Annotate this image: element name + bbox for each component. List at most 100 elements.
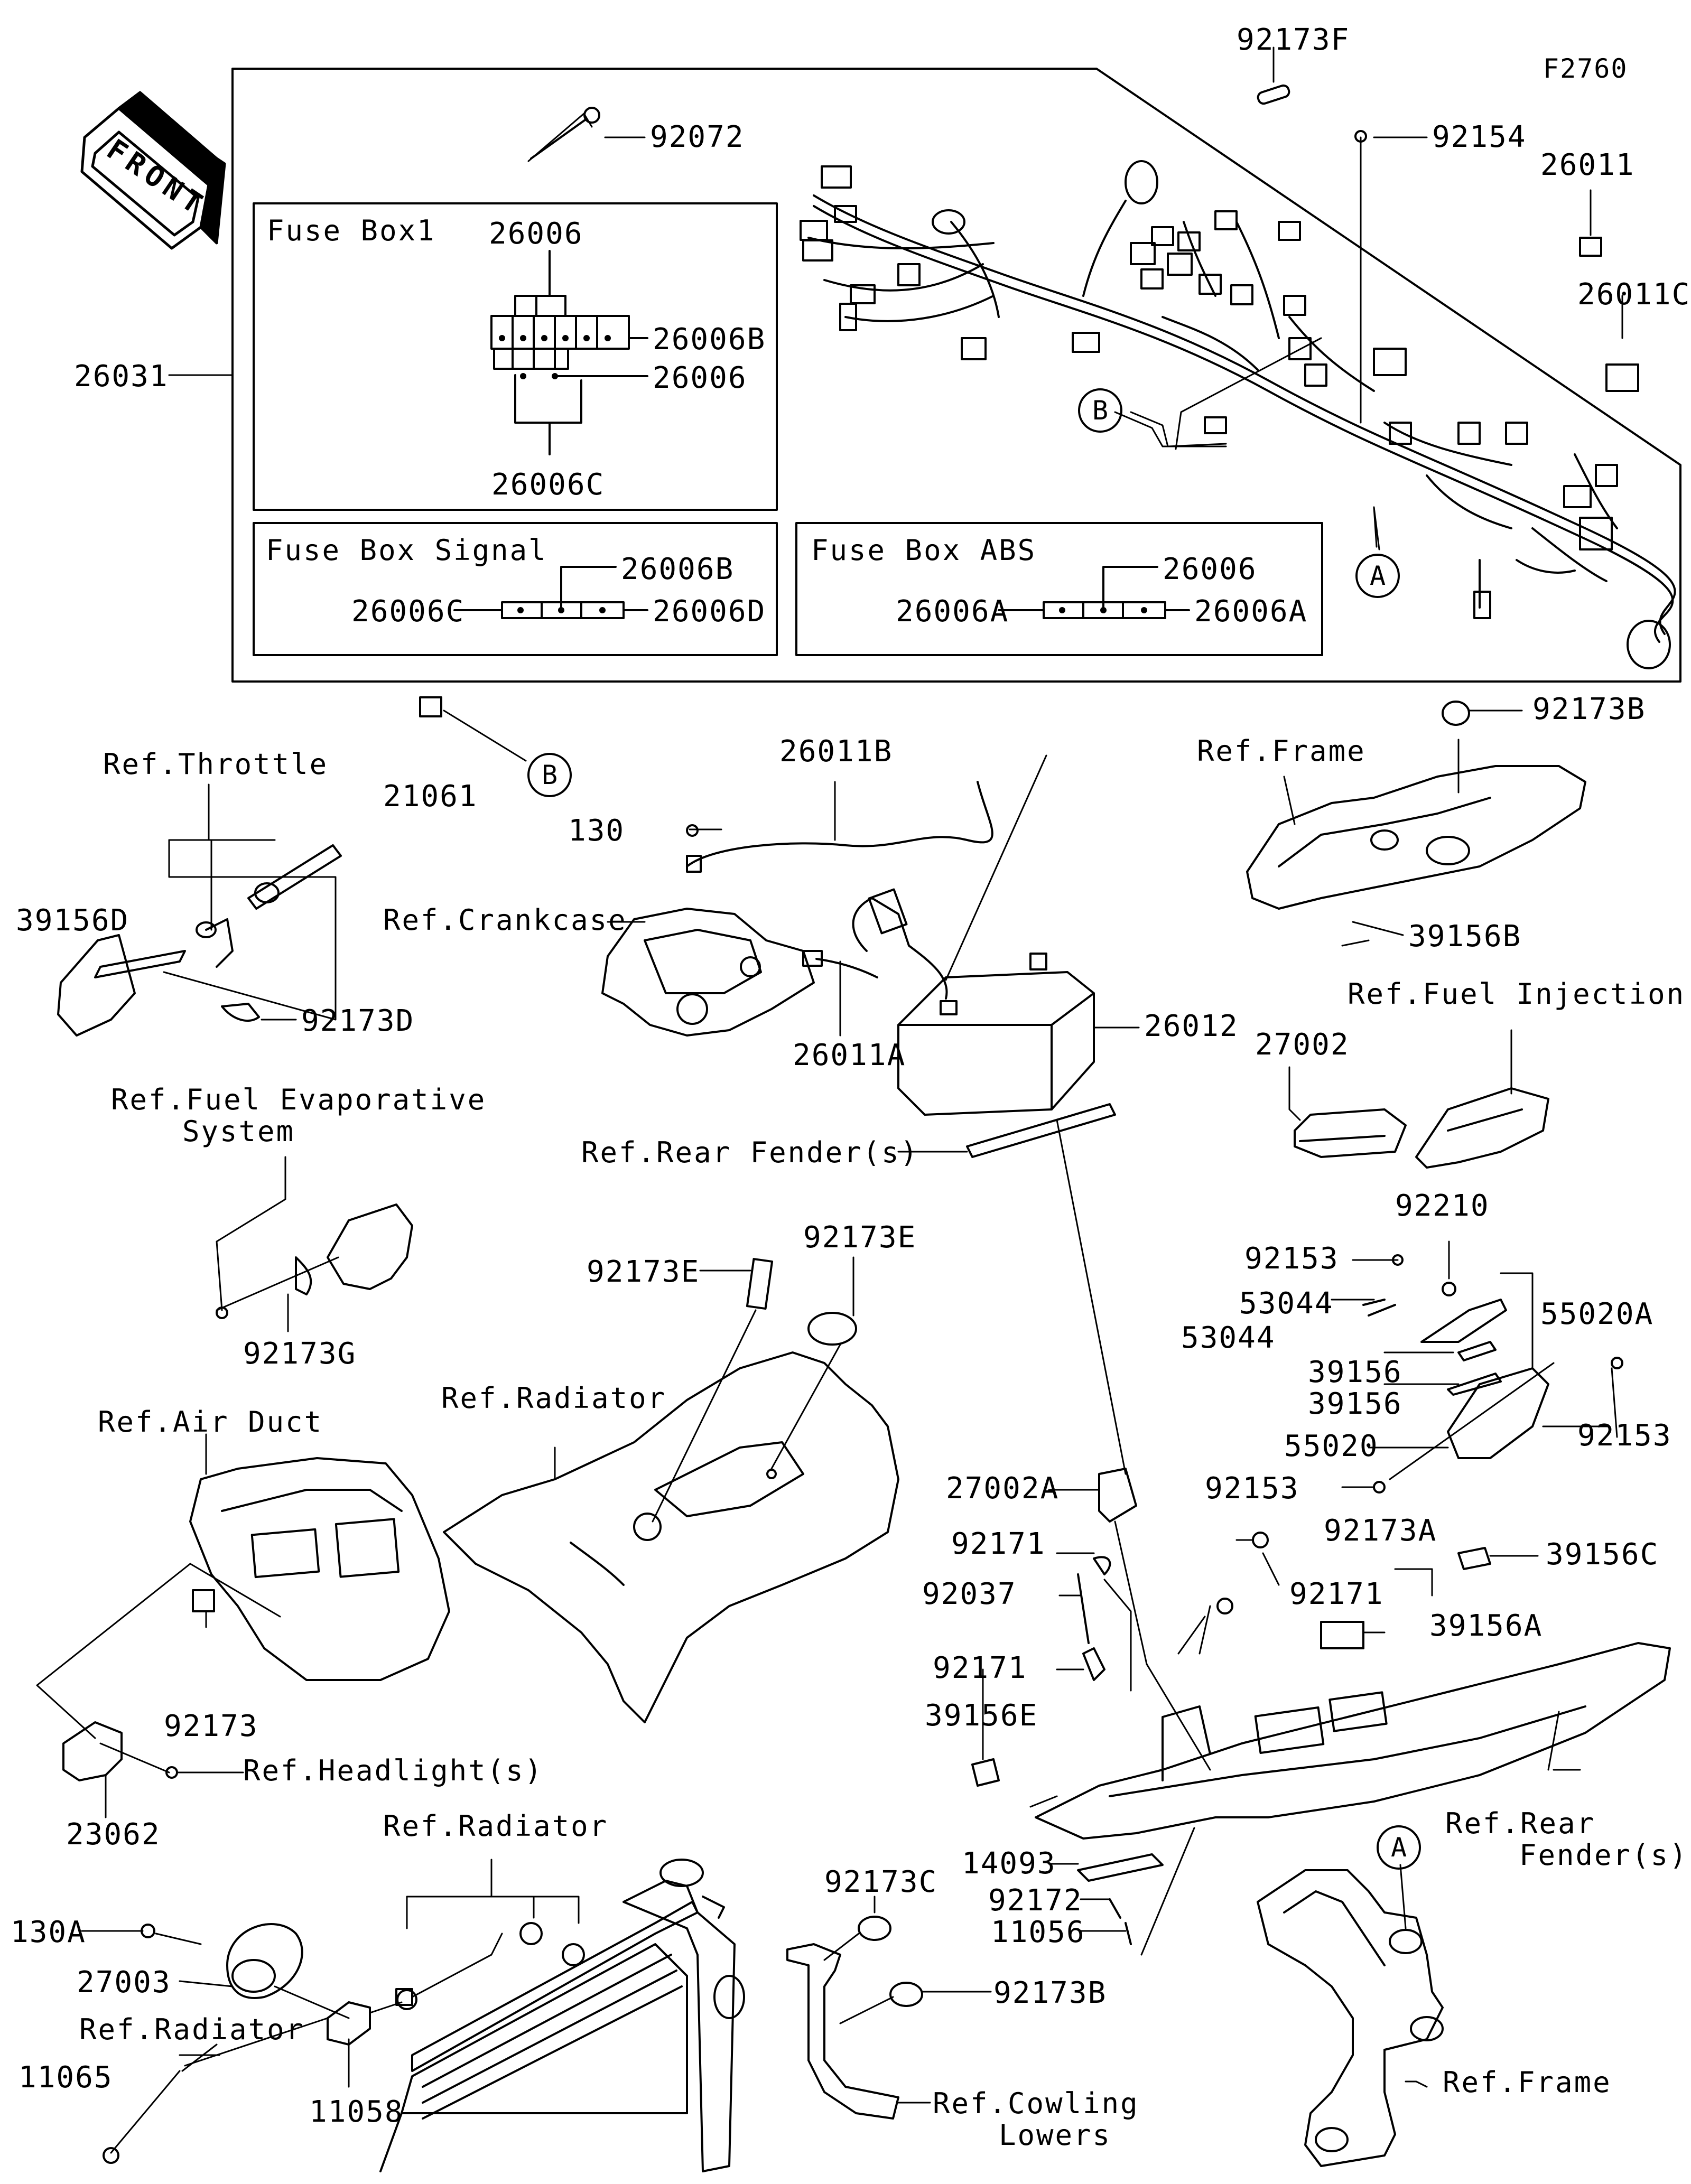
fuse-block-abs	[999, 567, 1189, 618]
callout-b-top: B	[1078, 388, 1122, 433]
figure-code: F2760	[1543, 53, 1628, 84]
callout-a-top: A	[1355, 554, 1400, 598]
part-92171-c-label: 92171	[933, 1651, 1027, 1685]
part-92173C-label: 92173C	[824, 1865, 938, 1899]
bottom-middle-parts	[1049, 1828, 1194, 1955]
part-53044-b-label: 53044	[1181, 1321, 1276, 1355]
part-26006-box1-label: 26006	[653, 361, 747, 395]
ref-frame-bottom: Ref.Frame	[1443, 2066, 1612, 2099]
part-92153-b-label: 92153	[1577, 1418, 1672, 1453]
part-92072-label: 92072	[650, 120, 745, 154]
ref-crankcase: Ref.Crankcase	[383, 903, 627, 937]
part-55020A-label: 55020A	[1540, 1297, 1654, 1331]
fuse-box-abs-title: Fuse Box ABS	[811, 534, 1037, 567]
tie-92173F-icon	[1257, 84, 1290, 105]
part-92037-label: 92037	[922, 1577, 1017, 1611]
part-92171-b-label: 92171	[1289, 1577, 1384, 1611]
part-26006C-signal-label: 26006C	[351, 594, 465, 629]
connector-26011-icon	[1580, 238, 1601, 256]
ref-rear-fender: Ref.Rear Fender(s)	[581, 1136, 919, 1169]
radiator-bottom-group	[380, 1860, 744, 2171]
connector-26011C-icon	[1606, 365, 1638, 391]
part-26006D-signal-label: 26006D	[653, 594, 766, 629]
part-26006B-signal-label: 26006B	[621, 552, 735, 586]
part-92173-label: 92173	[164, 1709, 258, 1743]
part-27002A-label: 27002A	[946, 1471, 1060, 1506]
part-92173E-left-label: 92173E	[587, 1255, 700, 1289]
ref-cowling-line1: Ref.Cowling	[933, 2087, 1139, 2120]
harness-enclosure	[233, 69, 1680, 682]
part-26006A-abs-left-label: 26006A	[896, 594, 1009, 629]
part-26006-box1-top-label: 26006	[489, 217, 583, 251]
ref-cowling-line2: Lowers	[999, 2118, 1112, 2152]
frame-top-group	[1247, 702, 1585, 946]
ref-fuel-evap-line1: Ref.Fuel Evaporative	[111, 1083, 487, 1116]
part-39156D-label: 39156D	[16, 903, 129, 938]
part-26011-label: 26011	[1540, 148, 1635, 182]
part-26011A-label: 26011A	[793, 1038, 906, 1072]
part-92153-a-label: 92153	[1244, 1242, 1339, 1276]
fuse-box-signal-frame	[254, 523, 777, 655]
part-26031-label: 26031	[74, 359, 169, 394]
bolt-92154-icon	[1355, 131, 1366, 142]
part-26011C-label: 26011C	[1577, 277, 1691, 312]
part-26006B-box1-label: 26006B	[653, 322, 766, 357]
bracket-cluster	[1332, 1242, 1622, 1492]
part-92173B-bottom-label: 92173B	[993, 1976, 1107, 2010]
part-14093-label: 14093	[962, 1846, 1056, 1881]
part-26012-label: 26012	[1144, 1009, 1239, 1043]
battery-group	[602, 755, 1139, 1157]
part-130A-label: 130A	[11, 1915, 86, 1949]
part-92173A-label: 92173A	[1324, 1514, 1437, 1548]
ref-radiator-mid: Ref.Radiator	[441, 1382, 667, 1415]
ecu-group	[1289, 1030, 1548, 1168]
part-39156E-label: 39156E	[925, 1698, 1038, 1733]
fuel-evap-group	[217, 1157, 412, 1331]
part-92173F-label: 92173F	[1237, 23, 1350, 57]
part-11056-label: 11056	[991, 1915, 1085, 1949]
front-arrow-icon	[82, 92, 225, 248]
fuse-box1-frame	[254, 203, 777, 510]
ref-radiator-left: Ref.Radiator	[79, 2013, 305, 2046]
fuse-block-1	[491, 251, 647, 454]
ref-fuel-evap-line2: System	[182, 1115, 295, 1148]
part-39156-b-label: 39156	[1308, 1387, 1402, 1421]
ref-fuel-injection: Ref.Fuel Injection	[1348, 977, 1686, 1011]
main-wiring-harness	[801, 161, 1675, 668]
air-duct-group	[37, 1434, 449, 1817]
part-23062-label: 23062	[66, 1817, 161, 1852]
ref-frame-top: Ref.Frame	[1197, 734, 1366, 768]
part-92154-label: 92154	[1432, 120, 1527, 154]
horn-group	[82, 1924, 502, 2163]
ref-headlight: Ref.Headlight(s)	[243, 1754, 544, 1787]
connector-21061-icon	[420, 697, 441, 716]
fuse-box-abs-frame	[796, 523, 1322, 655]
fuse-box-signal-title: Fuse Box Signal	[266, 534, 547, 567]
callout-b-mid: B	[527, 753, 572, 797]
part-92173E-right-label: 92173E	[803, 1220, 917, 1255]
part-27002-label: 27002	[1255, 1028, 1350, 1062]
part-27003-label: 27003	[77, 1965, 171, 2000]
part-26011B-label: 26011B	[779, 734, 893, 769]
cowling-bracket-group	[787, 1897, 991, 2118]
part-26006C-box1-label: 26006C	[491, 468, 605, 502]
ref-air-duct: Ref.Air Duct	[98, 1405, 323, 1439]
leader-lines-top	[169, 48, 1622, 549]
clip-92072-icon	[531, 108, 599, 158]
part-39156B-label: 39156B	[1408, 919, 1522, 954]
part-39156-a-label: 39156	[1308, 1355, 1402, 1389]
part-130-label: 130	[568, 814, 625, 848]
part-92173D-label: 92173D	[301, 1004, 415, 1038]
part-92171-a-label: 92171	[951, 1527, 1046, 1561]
part-11065-label: 11065	[18, 2060, 113, 2095]
part-55020-label: 55020	[1284, 1429, 1379, 1463]
fuse-box1-title: Fuse Box1	[267, 214, 436, 247]
part-39156A-label: 39156A	[1429, 1609, 1543, 1643]
ref-rear-fender2-line1: Ref.Rear	[1445, 1807, 1596, 1840]
part-26006A-abs-right-label: 26006A	[1194, 594, 1308, 629]
fuse-block-signal	[454, 567, 647, 618]
part-26006-abs-label: 26006	[1163, 552, 1257, 586]
radiator-shroud-group	[444, 1257, 898, 1722]
part-92173B-top-label: 92173B	[1532, 692, 1646, 726]
